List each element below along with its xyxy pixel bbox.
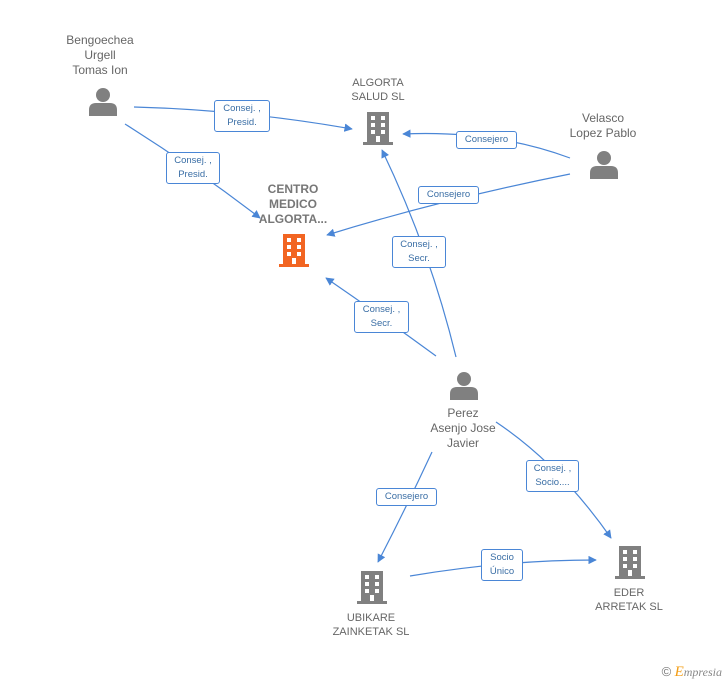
building-icon: [363, 112, 393, 145]
node-label-centro-medico[interactable]: CENTRO MEDICO ALGORTA...: [258, 182, 328, 226]
edge-label-perez-algorta: Consej. , Secr.: [392, 236, 446, 268]
building-icon-main: [279, 234, 309, 267]
node-label-eder[interactable]: EDER ARRETAK SL: [595, 587, 663, 613]
edge-label-ubikare-eder: Socio Único: [481, 549, 523, 581]
building-icon: [357, 571, 387, 604]
node-label-bengoechea[interactable]: Bengoechea Urgell Tomas Ion: [66, 33, 134, 77]
edge-label-perez-ubikare: Consejero: [376, 488, 437, 506]
edge-perez-ubikare: [377, 451, 433, 563]
brand-name: mpresia: [683, 665, 722, 679]
node-label-perez[interactable]: Perez Asenjo Jose Javier: [430, 406, 496, 450]
node-label-algorta-salud[interactable]: ALGORTA SALUD SL: [351, 77, 405, 103]
edge-label-perez-centro: Consej. , Secr.: [354, 301, 409, 333]
edge-label-bengoechea-centro: Consej. , Presid.: [166, 152, 220, 184]
edge-label-velasco-algorta: Consejero: [456, 131, 517, 149]
edge-velasco-centro: [326, 173, 571, 237]
building-icon: [615, 546, 645, 579]
edge-label-bengoechea-algorta: Consej. , Presid.: [214, 100, 270, 132]
node-label-ubikare[interactable]: UBIKARE ZAINKETAK SL: [332, 612, 410, 638]
person-icon: [590, 151, 618, 179]
edge-label-velasco-centro: Consejero: [418, 186, 479, 204]
copyright-symbol: ©: [661, 664, 672, 679]
person-icon: [89, 88, 117, 116]
person-icon: [450, 372, 478, 400]
node-label-velasco[interactable]: Velasco Lopez Pablo: [569, 111, 637, 140]
brand-logo[interactable]: © Empresia: [662, 664, 722, 681]
edge-label-perez-eder: Consej. , Socio....: [526, 460, 579, 492]
brand-initial: E: [674, 664, 684, 680]
